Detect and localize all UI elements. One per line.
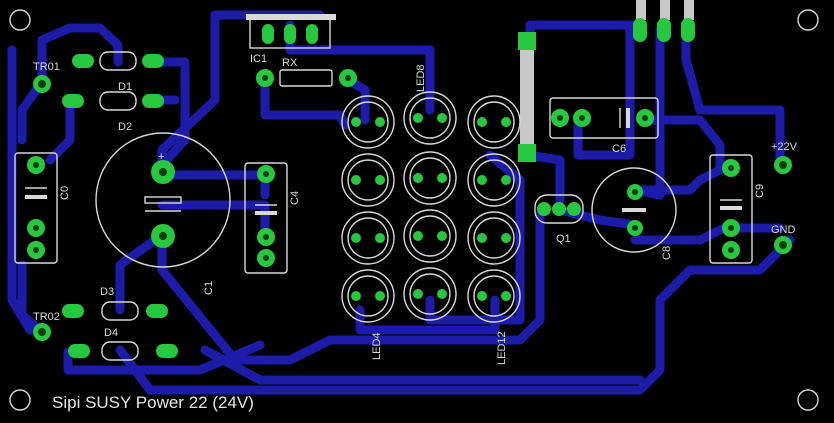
label-c9: C9 — [754, 184, 766, 198]
d2-pads — [62, 94, 164, 108]
label-c4: C4 — [289, 191, 301, 205]
c8-plate — [622, 208, 646, 212]
label-plus22v: +22V — [771, 141, 798, 153]
c9-outline — [709, 154, 753, 264]
c8-outline — [591, 167, 677, 253]
label-c6: C6 — [612, 143, 626, 155]
c6-plate-right — [626, 108, 630, 128]
d4-pads — [68, 344, 178, 358]
copper-pads — [27, 18, 792, 358]
header-pin-2 — [660, 0, 670, 20]
c1-pads — [151, 160, 175, 248]
c6-outline — [549, 97, 659, 139]
label-tr01: TR01 — [33, 61, 60, 73]
board-title: Sipi SUSY Power 22 (24V) — [52, 393, 254, 412]
mounting-holes — [9, 9, 819, 411]
d4-outline — [101, 341, 139, 361]
q1-pads — [537, 202, 581, 216]
c4-pads — [257, 165, 275, 267]
label-d1: D1 — [118, 81, 132, 93]
led-array — [341, 91, 521, 323]
label-led12: LED12 — [496, 331, 508, 365]
label-d4: D4 — [104, 327, 118, 339]
jumper-wire — [520, 42, 534, 152]
c9-plate-bottom — [720, 206, 742, 210]
led-col-2 — [403, 91, 457, 321]
c8-pads — [627, 184, 643, 236]
d3-outline — [101, 301, 139, 321]
ic1-heatsink-tab — [246, 14, 336, 20]
d1-outline — [99, 51, 137, 71]
led-col-3 — [467, 95, 521, 323]
led-pads — [351, 113, 511, 301]
d2-outline — [99, 91, 137, 111]
label-led8: LED8 — [415, 64, 427, 92]
silkscreen: + — [14, 0, 753, 361]
jumper-pads — [518, 32, 536, 162]
c9-pads — [722, 159, 740, 259]
c4-plate-bottom — [255, 211, 277, 215]
label-d2: D2 — [118, 121, 132, 133]
label-c8: C8 — [661, 246, 673, 260]
label-tr02: TR02 — [33, 311, 60, 323]
c0-plate-bottom — [25, 195, 47, 199]
label-led4: LED4 — [371, 332, 383, 360]
component-labels: TR01 TR02 D1 D2 D3 D4 C0 C1 C4 C6 C8 C9 … — [33, 53, 798, 365]
label-d3: D3 — [100, 286, 114, 298]
mount-hole-top-right — [797, 9, 819, 31]
mount-hole-bottom-right — [797, 389, 819, 411]
c0-outline — [14, 152, 58, 264]
label-c0: C0 — [59, 186, 71, 200]
c6-pads — [551, 109, 654, 127]
label-rx: RX — [282, 57, 298, 69]
mount-hole-top-left — [9, 9, 31, 31]
label-ic1: IC1 — [250, 53, 267, 65]
led-col-1 — [341, 95, 395, 323]
rx-outline — [279, 69, 333, 87]
terminal-pads — [33, 75, 792, 341]
mount-hole-bottom-left — [9, 389, 31, 411]
d1-pads — [72, 54, 164, 68]
header-pin-3 — [684, 0, 694, 20]
header-pads — [633, 18, 695, 42]
header-pin-1 — [636, 0, 646, 20]
c0-pads — [27, 156, 45, 259]
c1-outline — [95, 132, 231, 268]
label-q1: Q1 — [556, 233, 571, 245]
rx-pads — [256, 69, 357, 87]
d3-pads — [62, 304, 168, 318]
q1-outline — [534, 194, 584, 224]
label-gnd: GND — [771, 224, 796, 236]
ic1-pads — [262, 24, 318, 44]
c4-outline — [244, 162, 288, 274]
c1-plus-mark: + — [158, 151, 164, 163]
label-c1: C1 — [203, 281, 215, 295]
copper-traces — [7, 10, 795, 395]
c1-body-mark — [144, 196, 182, 204]
